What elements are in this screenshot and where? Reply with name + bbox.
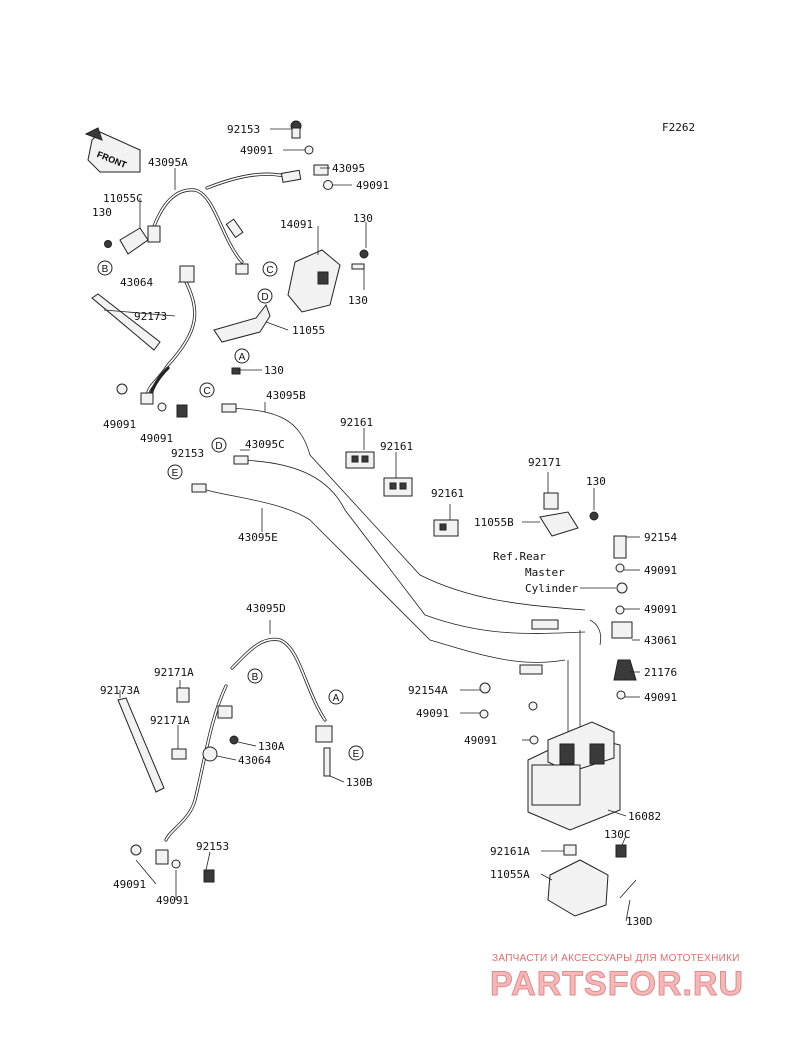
marker-E-line: E (167, 464, 183, 480)
callout-43061: 43061 (644, 634, 677, 647)
leader-lines (103, 128, 640, 922)
callout-43095E: 43095E (238, 531, 278, 544)
callout-43064: 43064 (238, 754, 271, 767)
callout-43095A: 43095A (148, 156, 188, 169)
svg-text:E: E (172, 468, 179, 479)
marker-C-line: C (199, 382, 215, 398)
line-43095C (233, 455, 586, 634)
callout-49091: 49091 (356, 179, 389, 192)
watermark-brand: PARTSFOR.RU (489, 965, 745, 1004)
callout-92171: 92171 (528, 456, 561, 469)
connection-markers: C D B A C D E B A E (97, 260, 364, 761)
callout-11055C: 11055C (103, 192, 143, 205)
callout-49091: 49091 (113, 878, 146, 891)
callout-130: 130 (586, 475, 606, 488)
svg-text:C: C (266, 265, 273, 276)
callout-130D: 130D (626, 915, 653, 928)
figure-code: F2262 (662, 121, 695, 134)
ref-note-rear-master-cylinder: Ref.Rear Master Cylinder (493, 550, 578, 595)
svg-text:E: E (353, 749, 360, 760)
callout-11055A: 11055A (490, 868, 530, 881)
callout-49091: 49091 (644, 603, 677, 616)
hose-43095D (164, 637, 327, 842)
callout-43095C: 43095C (245, 438, 285, 451)
callout-labels: 92153 49091 43095 49091 43095A 11055C 13… (92, 123, 677, 928)
svg-text:Ref.Rear: Ref.Rear (493, 550, 546, 563)
marker-B-bottom: B (247, 668, 263, 684)
callout-92171A: 92171A (150, 714, 190, 727)
callout-130: 130 (264, 364, 284, 377)
callout-92173A: 92173A (100, 684, 140, 697)
callout-92173: 92173 (134, 310, 167, 323)
marker-D-top: D (257, 288, 273, 304)
callout-21176: 21176 (644, 666, 677, 679)
callout-130A: 130A (258, 740, 285, 753)
clamp-92161-a (345, 451, 375, 469)
callout-92154: 92154 (644, 531, 677, 544)
svg-text:A: A (333, 693, 340, 704)
callout-11055B: 11055B (474, 516, 514, 529)
callout-49091: 49091 (240, 144, 273, 157)
callout-16082: 16082 (628, 810, 661, 823)
callout-92161: 92161 (431, 487, 464, 500)
svg-text:C: C (203, 386, 210, 397)
callout-130: 130 (348, 294, 368, 307)
svg-text:A: A (239, 352, 246, 363)
callout-49091: 49091 (103, 418, 136, 431)
callout-92161: 92161 (340, 416, 373, 429)
callout-92161: 92161 (380, 440, 413, 453)
svg-text:B: B (102, 264, 109, 275)
callout-49091: 49091 (644, 691, 677, 704)
marker-B-top: B (97, 260, 113, 276)
callout-92161A: 92161A (490, 845, 530, 858)
clamp-92161-b (383, 477, 413, 497)
callout-14091: 14091 (280, 218, 313, 231)
svg-text:Master: Master (525, 566, 565, 579)
callout-92171A: 92171A (154, 666, 194, 679)
bracket-11055 (213, 303, 271, 375)
hose-43095A (146, 172, 294, 394)
bracket-11055B (539, 511, 579, 537)
marker-A-bottom: A (328, 689, 344, 705)
front-arrow-badge: FRONT (84, 127, 141, 173)
watermark-tagline: ЗАПЧАСТИ И АКСЕССУАРЫ ДЛЯ МОТОТЕХНИКИ (492, 953, 740, 964)
marker-E-bottom: E (348, 745, 364, 761)
marker-C-top: C (262, 261, 278, 277)
callout-11055: 11055 (292, 324, 325, 337)
clamp-92171 (543, 492, 559, 510)
line-43095E (191, 483, 566, 663)
callout-92154A: 92154A (408, 684, 448, 697)
marker-A-top: A (234, 348, 250, 364)
bracket-11055A (547, 859, 609, 917)
svg-text:Cylinder: Cylinder (525, 582, 578, 595)
svg-text:D: D (215, 441, 222, 452)
callout-130: 130 (353, 212, 373, 225)
bracket-14091 (287, 249, 341, 313)
callout-49091: 49091 (464, 734, 497, 747)
callout-49091: 49091 (644, 564, 677, 577)
abs-unit-16082 (527, 721, 621, 831)
callout-43095D: 43095D (246, 602, 286, 615)
callout-130B: 130B (346, 776, 373, 789)
callout-43095: 43095 (332, 162, 365, 175)
callout-130C: 130C (604, 828, 631, 841)
svg-text:B: B (252, 672, 259, 683)
bracket-11055C (119, 225, 161, 255)
callout-92153: 92153 (196, 840, 229, 853)
clamp-92173A (117, 697, 165, 793)
callout-130: 130 (92, 206, 112, 219)
marker-D-line: D (211, 437, 227, 453)
callout-43095B: 43095B (266, 389, 306, 402)
callout-49091: 49091 (140, 432, 173, 445)
callout-92153: 92153 (171, 447, 204, 460)
callout-49091: 49091 (156, 894, 189, 907)
callout-92153: 92153 (227, 123, 260, 136)
svg-text:D: D (261, 292, 268, 303)
line-43095B (221, 403, 586, 611)
callout-49091: 49091 (416, 707, 449, 720)
clamp-92161-c (433, 519, 459, 537)
clamp-92173 (91, 293, 161, 351)
callout-43064: 43064 (120, 276, 153, 289)
